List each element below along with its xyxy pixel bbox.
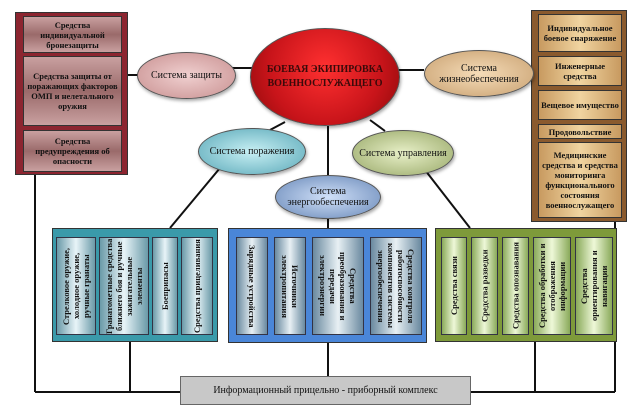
control-item: Средства обработки и отображения информа… — [533, 237, 571, 335]
energy-item: Источники электропитания — [274, 237, 306, 335]
destruction-panel: Стрелковое оружие, холодное оружие, ручн… — [52, 228, 218, 342]
control-item: Средства ориентирования и навигации — [575, 237, 613, 335]
destruction-item: Средства прицеливания — [181, 237, 213, 335]
info-complex-box: Информационный прицельно - приборный ком… — [180, 376, 471, 405]
life-support-item: Инженерные средства — [538, 56, 622, 86]
protection-item: Средства защиты от поражающих факторов О… — [23, 56, 122, 126]
energy-panel: Зарядные устройства Источники электропит… — [228, 228, 427, 343]
life-support-system-node: Система жизнеобеспечения — [424, 50, 534, 97]
energy-system-node: Система энергообеспечения — [275, 175, 381, 219]
destruction-item: Гранатометные средства ближнего боя и ру… — [99, 237, 149, 335]
control-panel: Средства связи Средства разведки Средств… — [435, 228, 617, 342]
control-system-node: Система управления — [352, 130, 454, 176]
control-item: Средства связи — [441, 237, 467, 335]
destruction-system-node: Система поражения — [198, 128, 306, 175]
destruction-item: Боеприпасы — [152, 237, 178, 335]
control-item: Средства разведки — [471, 237, 498, 335]
life-support-item: Продовольствие — [538, 124, 622, 139]
energy-item: Средства контроля работоспособности комп… — [370, 237, 422, 335]
control-item: Средства опознавания — [502, 237, 529, 335]
energy-item: Средства преобразования и передачи элект… — [312, 237, 364, 335]
energy-item: Зарядные устройства — [236, 237, 268, 335]
life-support-item: Вещевое имущество — [538, 90, 622, 120]
life-support-item: Медицинские средства и средства монитори… — [538, 142, 622, 218]
life-support-item: Индивидуальное боевое снаряжение — [538, 14, 622, 52]
protection-panel: Средства индивидуальной бронезащиты Сред… — [15, 12, 128, 175]
destruction-item: Стрелковое оружие, холодное оружие, ручн… — [56, 237, 96, 335]
protection-item: Средства индивидуальной бронезащиты — [23, 16, 122, 53]
central-node: БОЕВАЯ ЭКИПИРОВКА ВОЕННОСЛУЖАЩЕГО — [250, 28, 400, 126]
protection-item: Средства предупреждения об опасности — [23, 130, 122, 172]
life-support-panel: Индивидуальное боевое снаряжение Инженер… — [531, 10, 627, 222]
protection-system-node: Система защиты — [137, 52, 236, 99]
